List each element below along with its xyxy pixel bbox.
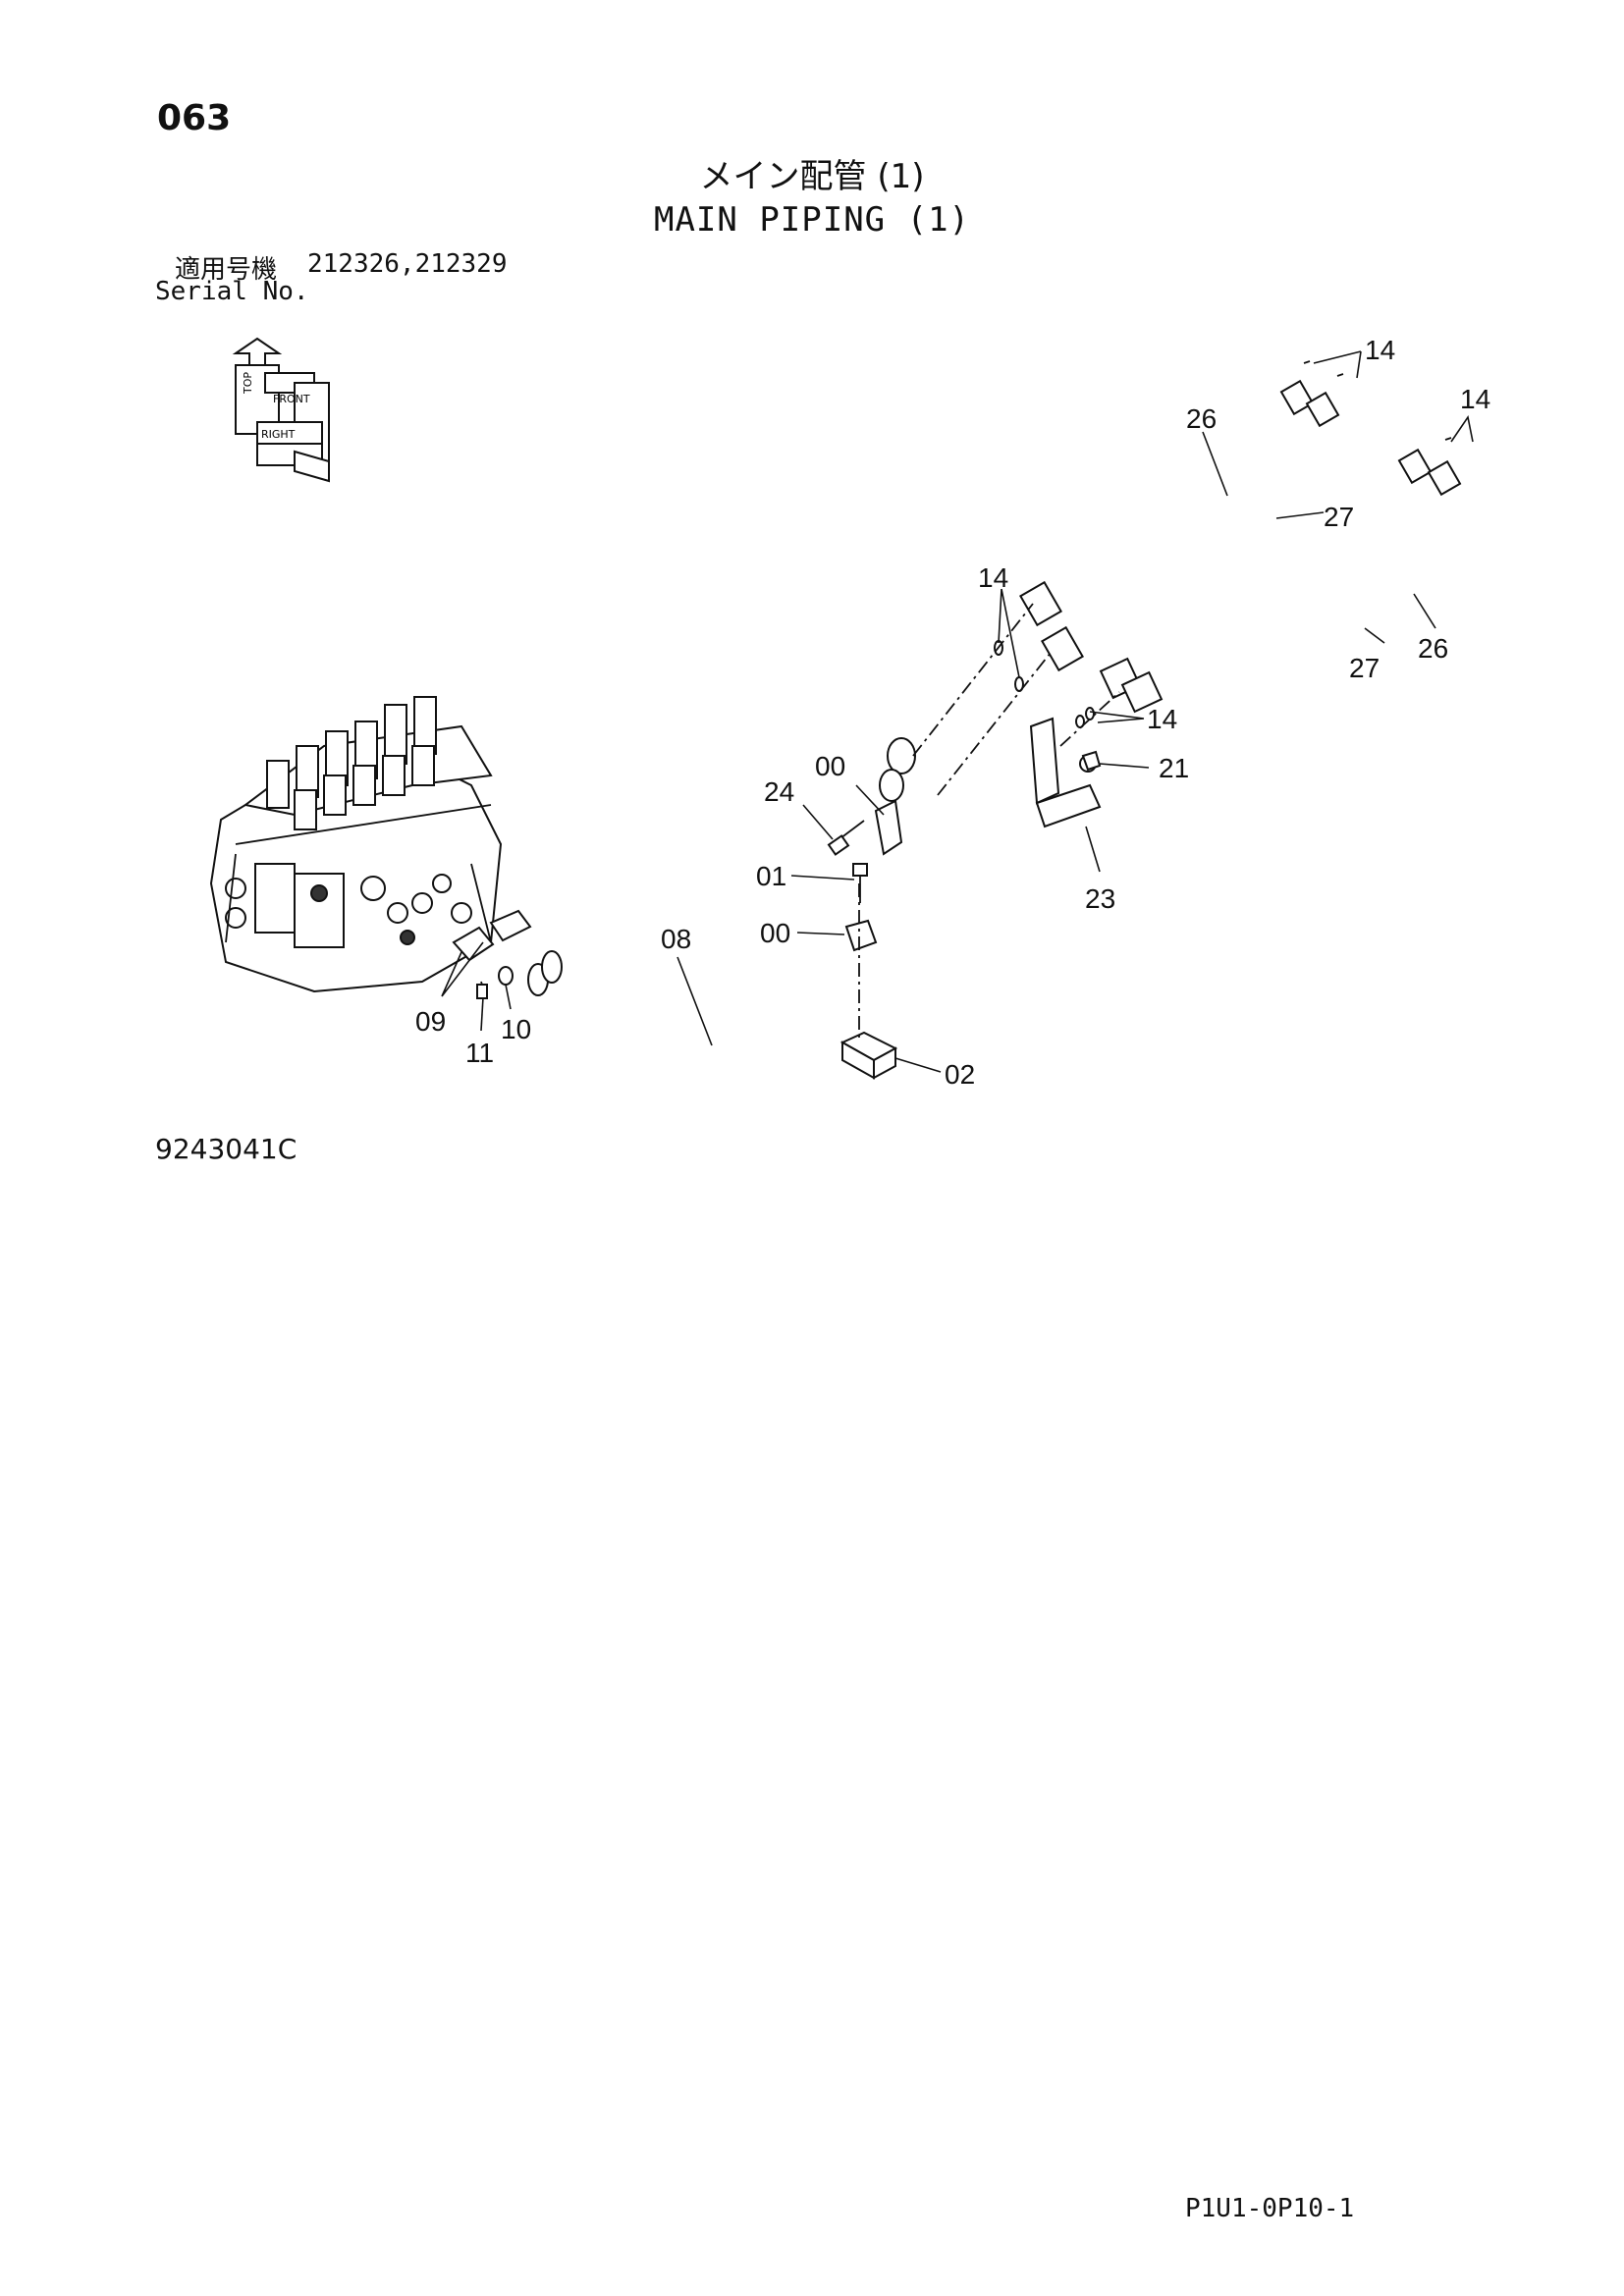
title-japanese: メイン配管 (1) <box>699 157 925 196</box>
orientation-icon: TOP FRONT RIGHT <box>232 337 330 483</box>
leader-lines <box>441 350 1474 1073</box>
o-rings <box>994 360 1452 728</box>
callout-00-b: 00 <box>760 918 790 948</box>
callout-08: 08 <box>661 924 691 954</box>
orientation-label-front: FRONT <box>273 393 310 405</box>
callout-09: 09 <box>415 1006 446 1037</box>
callout-21: 21 <box>1159 753 1189 783</box>
callout-14-a: 14 <box>1365 335 1395 365</box>
serial-label-japanese: 適用号機 <box>175 255 278 285</box>
callout-00-a: 00 <box>815 751 845 781</box>
flange-parts <box>452 909 532 999</box>
callout-26-b: 26 <box>1418 633 1448 664</box>
orientation-label-right: RIGHT <box>261 428 296 441</box>
serial-label-english: Serial No. <box>155 277 309 306</box>
serial-numbers: 212326,212329 <box>307 249 508 279</box>
figure-number: 9243041C <box>155 1133 298 1165</box>
callout-14-d: 14 <box>1147 704 1177 734</box>
callout-11: 11 <box>465 1038 494 1068</box>
callout-24: 24 <box>764 776 794 807</box>
control-valve <box>209 696 503 993</box>
main-pipe <box>527 737 1060 1149</box>
title-english: MAIN PIPING (1) <box>653 200 971 240</box>
callout-23: 23 <box>1085 883 1115 914</box>
hoses-lower <box>1099 448 1462 714</box>
footer-code: P1U1-0P10-1 <box>1185 2194 1355 2223</box>
hoses-upper <box>1019 379 1340 672</box>
callout-01: 01 <box>756 861 786 891</box>
callout-02: 02 <box>945 1059 975 1090</box>
callout-10: 10 <box>501 1014 531 1044</box>
callout-14-c: 14 <box>978 562 1008 593</box>
callout-14-b: 14 <box>1460 384 1490 414</box>
callout-26-a: 26 <box>1186 403 1217 434</box>
callout-27-b: 27 <box>1349 653 1380 683</box>
callout-numbers: 14 14 26 27 14 27 26 14 21 00 24 01 00 2… <box>415 335 1490 1090</box>
page-number: 063 <box>157 98 232 138</box>
orientation-label-top: TOP <box>242 372 254 395</box>
bracket <box>1029 717 1102 828</box>
assembly-lines <box>858 603 1120 1041</box>
callout-27-a: 27 <box>1324 502 1354 532</box>
